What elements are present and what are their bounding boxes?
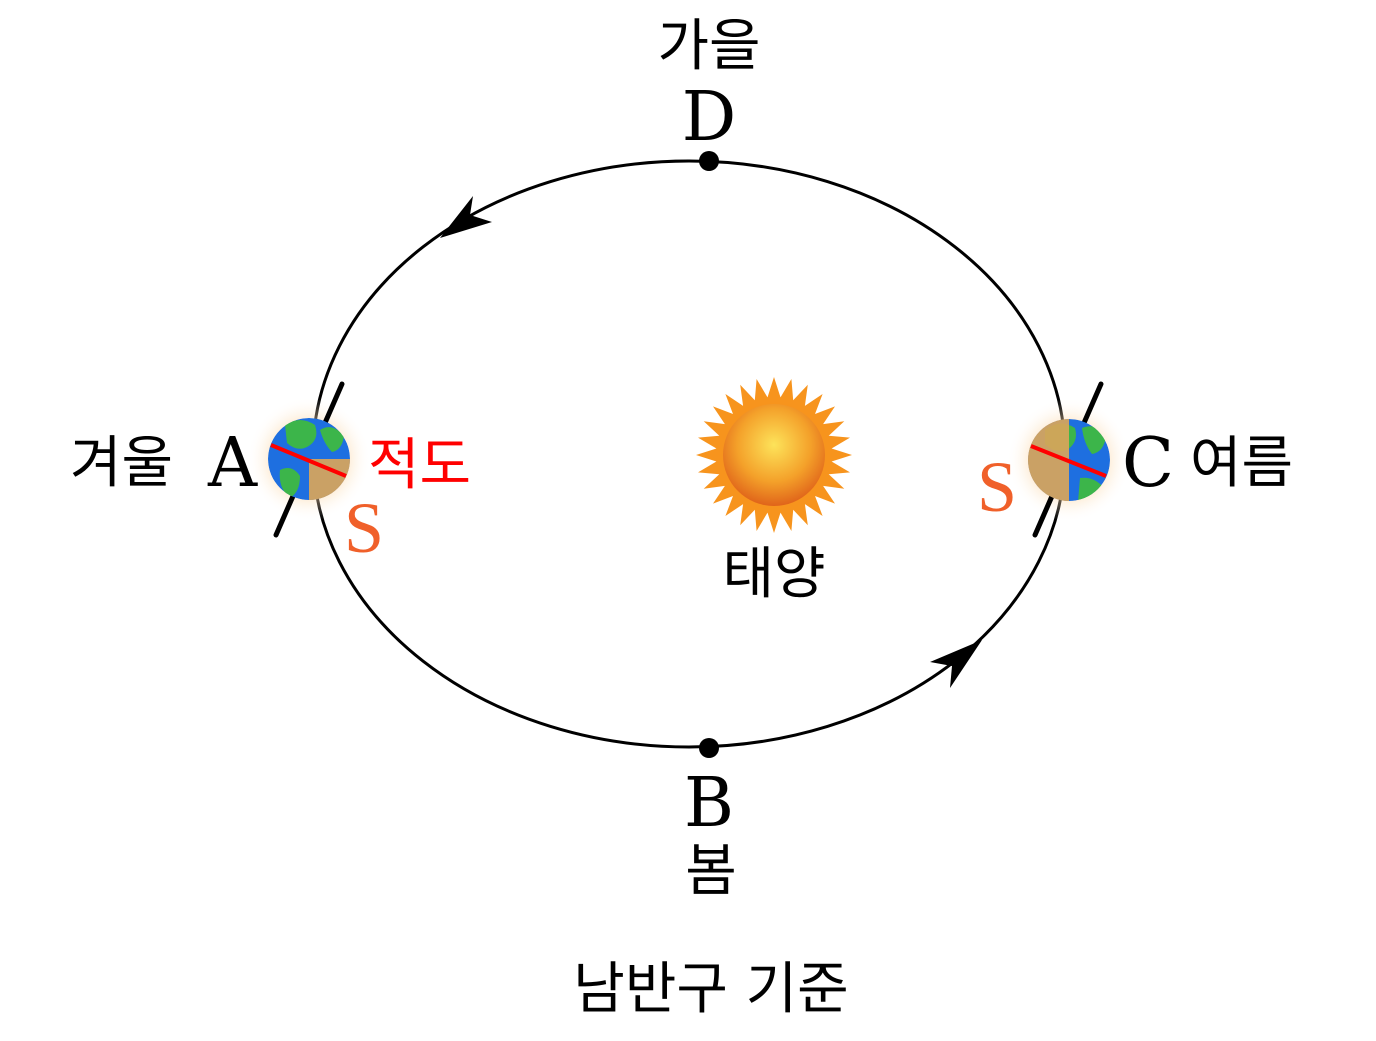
label-point-c: C	[1122, 424, 1174, 503]
earth-a-icon	[247, 381, 371, 538]
caption: 남반구 기준	[573, 957, 848, 1022]
label-spring: 봄	[685, 839, 737, 904]
sun-icon	[696, 377, 852, 533]
label-s-left: S	[344, 488, 384, 568]
point-b-dot	[699, 738, 719, 758]
label-point-a: A	[207, 424, 258, 503]
label-summer: 여름	[1190, 431, 1293, 496]
sun-disc	[723, 404, 825, 506]
point-d-dot	[699, 151, 719, 171]
orbit-arrow-bottom	[930, 640, 982, 688]
label-autumn: 가을	[657, 14, 760, 79]
label-sun: 태양	[722, 542, 825, 607]
label-point-d: D	[682, 78, 737, 157]
orbit-arrow-top	[440, 196, 492, 238]
label-equator: 적도	[368, 433, 471, 498]
label-winter: 겨울	[70, 431, 173, 496]
label-point-b: B	[684, 764, 734, 843]
earth-c-icon	[1007, 381, 1131, 538]
label-s-right: S	[977, 447, 1017, 527]
